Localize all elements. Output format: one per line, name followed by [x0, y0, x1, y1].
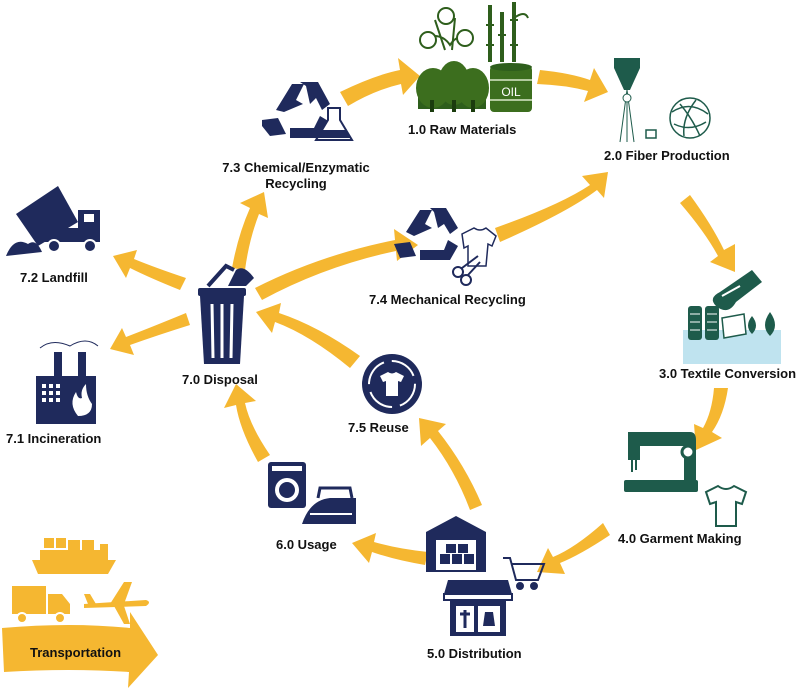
recycle-icon [262, 82, 330, 138]
trees-icon [416, 61, 489, 112]
oil-label: OIL [501, 85, 521, 99]
tshirt-icon [704, 484, 748, 527]
label-fiber-production: 2.0 Fiber Production [604, 148, 730, 163]
tshirt-icon [461, 227, 497, 267]
label-raw-materials: 1.0 Raw Materials [408, 122, 517, 137]
sewing-machine-icon [624, 432, 698, 492]
label-distribution: 5.0 Distribution [427, 646, 522, 661]
label-transportation: Transportation [30, 645, 122, 660]
flow-arrows [2, 58, 735, 688]
arrow-usage-to-disposal [224, 384, 270, 462]
recycle-icon [394, 208, 458, 260]
label-chemical-recycling-line2: Recycling [265, 176, 327, 191]
fire-icon [72, 384, 92, 416]
oil-barrel-icon: OIL [490, 63, 532, 112]
dump-truck-icon [6, 186, 100, 256]
spinneret-icon [614, 58, 640, 143]
label-usage: 6.0 Usage [276, 537, 337, 552]
reuse-circle-icon [362, 354, 422, 414]
transportation-arrow [2, 612, 158, 688]
arrow-garment-to-distribution [537, 523, 610, 574]
dye-drops-icon [748, 312, 775, 336]
label-garment-making: 4.0 Garment Making [618, 531, 742, 546]
bamboo-icon [486, 2, 529, 62]
warehouse-icon [426, 516, 486, 572]
label-reuse: 7.5 Reuse [348, 420, 409, 435]
arrow-distribution-to-reuse [419, 418, 482, 510]
scissors-icon [452, 255, 481, 286]
arrow-distribution-to-usage [352, 533, 428, 565]
flask-icon [314, 107, 354, 141]
yarn-spools-icon [688, 306, 747, 340]
arrow-mechanical-to-fiber [495, 172, 608, 242]
label-mechanical-recycling: 7.4 Mechanical Recycling [369, 292, 526, 307]
arrow-fiber-to-textile [680, 195, 735, 272]
ship-icon [32, 538, 116, 574]
flask-icon [712, 270, 762, 311]
arrow-disposal-to-incineration [110, 313, 190, 355]
arrow-textile-to-garment [694, 388, 728, 450]
fiber-ball-icon [645, 97, 711, 139]
truck-icon [12, 586, 70, 624]
arrow-reuse-to-disposal [256, 303, 360, 368]
store-icon [443, 580, 513, 636]
arrow-raw-to-fiber [537, 68, 608, 102]
arrow-disposal-to-landfill [113, 250, 186, 290]
shopping-cart-icon [503, 557, 546, 590]
label-landfill: 7.2 Landfill [20, 270, 88, 285]
label-textile-conversion: 3.0 Textile Conversion [659, 366, 797, 381]
label-chemical-recycling: 7.3 Chemical/Enzymatic Recycling [216, 160, 376, 192]
arrow-recycling-to-raw [340, 58, 420, 106]
label-disposal: 7.0 Disposal [182, 372, 258, 387]
arrow-disposal-to-mechanical [255, 229, 418, 300]
washing-machine-icon [268, 462, 306, 508]
factory-icon [36, 340, 99, 424]
trash-bin-icon [198, 263, 254, 364]
airplane-icon [84, 582, 149, 624]
arrow-disposal-to-chemical [232, 192, 268, 270]
cotton-icon [419, 7, 474, 51]
label-incineration: 7.1 Incineration [6, 431, 102, 446]
label-chemical-recycling-line1: 7.3 Chemical/Enzymatic [222, 160, 370, 175]
iron-icon [302, 486, 356, 524]
